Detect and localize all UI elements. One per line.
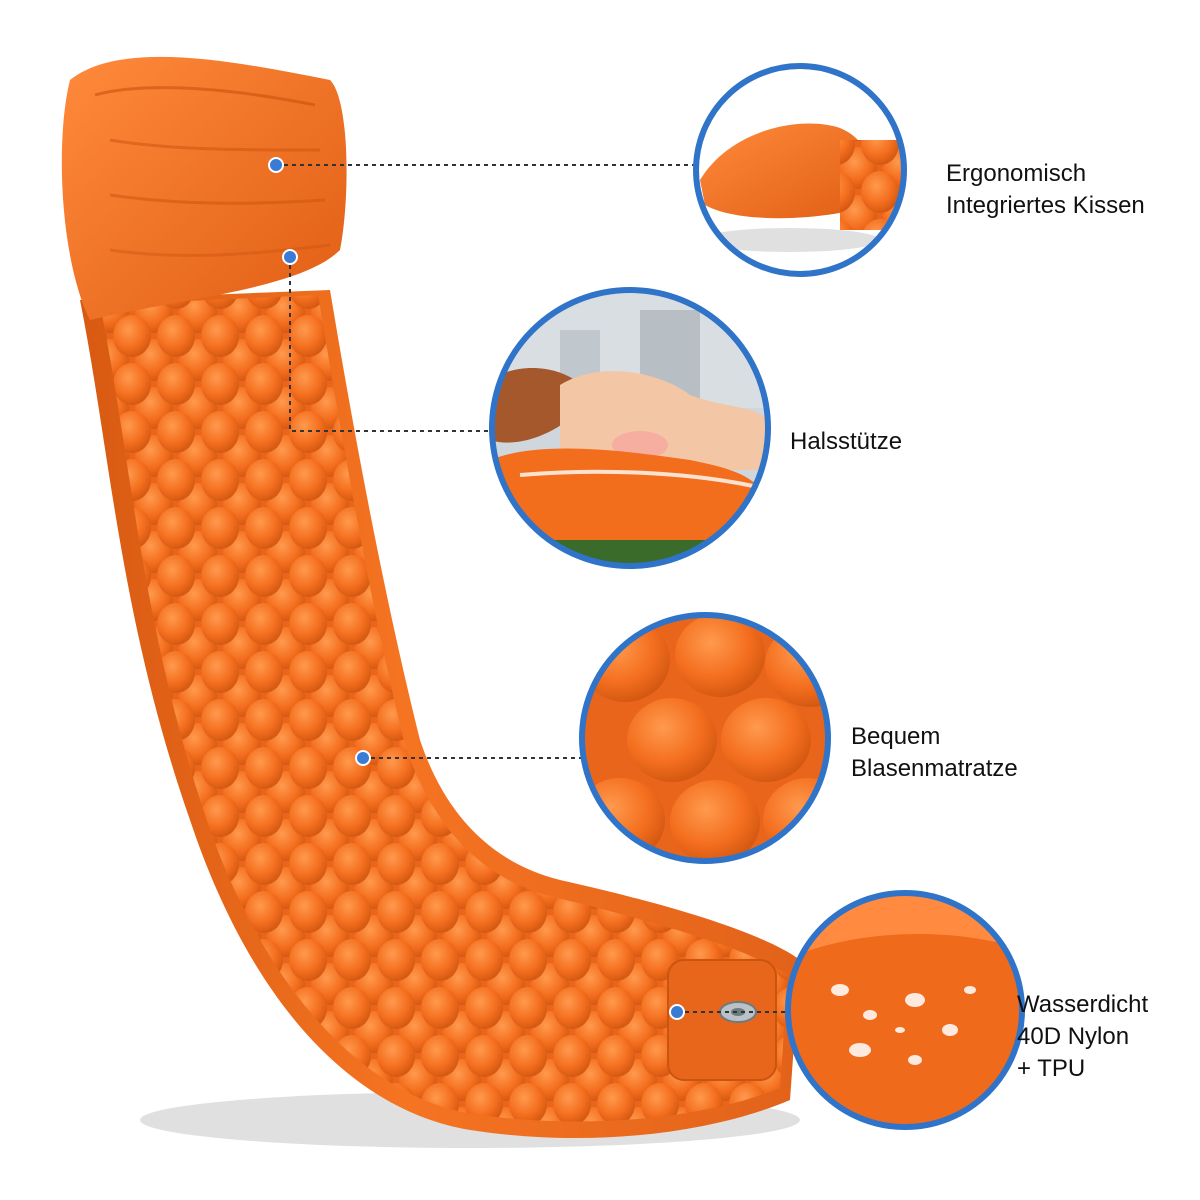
marker-dot-water — [669, 1004, 685, 1020]
feature-label-bubble: Bequem Blasenmatratze — [851, 721, 1018, 785]
feature-label-line: Wasserdicht — [1017, 991, 1149, 1018]
callout-bubble — [579, 612, 831, 864]
leader-lines — [276, 164, 790, 1013]
callout-water — [785, 890, 1025, 1130]
mat-bubble-surface — [100, 295, 788, 1122]
callout-pillow — [693, 63, 907, 277]
feature-label-pillow: Ergonomisch Integriertes Kissen — [946, 158, 1145, 222]
feature-label-line: + TPU — [1017, 1055, 1086, 1082]
marker-dot-pillow — [268, 157, 284, 173]
feature-label-line: Bequem — [851, 723, 941, 750]
feature-label-line: Ergonomisch — [946, 160, 1087, 187]
feature-label-water: Wasserdicht 40D Nylon + TPU — [1017, 989, 1148, 1085]
feature-label-line: Blasenmatratze — [851, 755, 1018, 782]
marker-dot-bubble — [355, 750, 371, 766]
valve-pocket — [667, 959, 777, 1081]
leader-line-neck — [289, 257, 492, 432]
feature-label-line: Halsstütze — [790, 428, 903, 455]
feature-label-neck: Halsstütze — [790, 426, 902, 458]
feature-label-line: 40D Nylon — [1017, 1023, 1130, 1050]
callout-neck — [489, 287, 771, 569]
marker-dots — [268, 157, 685, 1020]
marker-dot-neck — [282, 249, 298, 265]
sleeping-mat — [80, 290, 800, 1139]
feature-label-line: Integriertes Kissen — [946, 192, 1145, 219]
integrated-pillow — [61, 56, 347, 320]
